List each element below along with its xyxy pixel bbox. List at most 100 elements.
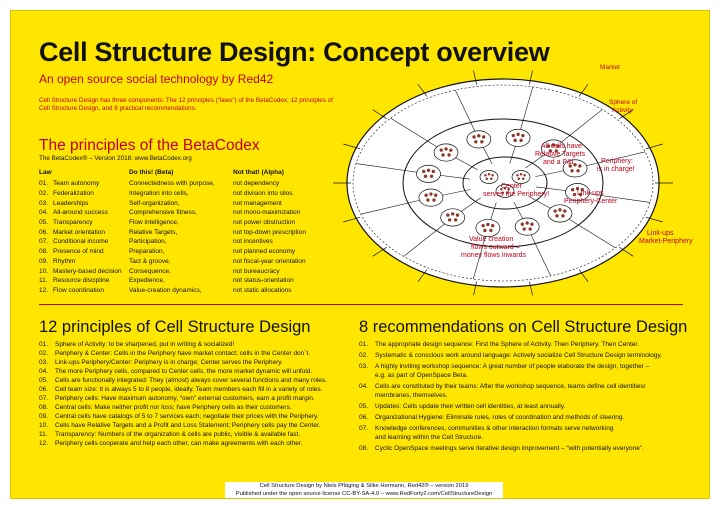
value-label-3: money flows inwards: [461, 252, 526, 259]
list-item: 07.Periphery cells: Have maximum autonom…: [39, 394, 359, 403]
item-number: 01.: [39, 341, 49, 348]
market-arrow: [473, 70, 477, 85]
market-arrow: [417, 269, 428, 282]
periphery-cell: [418, 188, 444, 207]
team-member-dot: [517, 177, 521, 181]
item-text: Sphere of Activity: to be sharpened, put…: [55, 341, 235, 348]
periphery-label-1: Periphery:: [601, 158, 633, 165]
item-number: 01.: [359, 341, 369, 348]
periphery-cell: [514, 217, 540, 236]
center-cell: [511, 170, 531, 184]
item-text: Cells are functionally integrated: They …: [55, 377, 327, 384]
list-item: 03.A highly inviting workshop sequence: …: [359, 362, 689, 380]
row-number: 01.: [39, 180, 49, 188]
row-do: Value-creation dynamics,: [129, 286, 202, 294]
item-line: Cells are constituted by their teams: Af…: [375, 383, 646, 390]
team-member-dot: [484, 173, 487, 177]
item-number: 03.: [39, 359, 49, 366]
team-member-dot: [441, 153, 445, 157]
team-member-dot: [491, 224, 495, 228]
item-text: Cells are constituted by their teams: Af…: [375, 382, 646, 400]
csd-title: 12 principles of Cell Structure Design: [39, 318, 311, 336]
row-number: 04.: [39, 209, 49, 217]
market-arrow: [417, 84, 428, 97]
team-member-dot: [472, 135, 476, 139]
item-text: Systematic & conscious work around langu…: [375, 352, 663, 359]
item-number: 12.: [39, 440, 49, 447]
linkups-pp-label-2: Market-Periphery: [639, 238, 693, 245]
row-do: Preparation,: [129, 248, 165, 256]
team-member-dot: [446, 213, 450, 217]
item-line: Knowledge conferences, communities & oth…: [375, 425, 614, 432]
team-member-dot: [448, 218, 452, 222]
team-member-dot: [432, 198, 436, 202]
team-member-dot: [558, 208, 562, 212]
team-member-dot: [429, 174, 434, 178]
row-not: not incentives: [233, 238, 273, 246]
row-do: Flow intelligence,: [129, 219, 179, 227]
team-member-dot: [483, 228, 487, 233]
team-member-dot: [570, 169, 574, 173]
row-law: Conditional income: [53, 238, 109, 246]
team-member-dot: [513, 138, 517, 142]
periphery-cell: [565, 183, 590, 202]
item-number: 11.: [39, 431, 48, 438]
cell-membrane: [495, 184, 515, 198]
periphery-cell: [562, 159, 588, 178]
team-member-dot: [434, 193, 438, 197]
csd-principles-list: 01. Sphere of Activity: to be sharpened, …: [39, 340, 359, 448]
item-text: Knowledge conferences, communities & oth…: [375, 424, 613, 442]
periphery-cell: [540, 139, 566, 158]
list-item: 10.Cells have Relative Targets and a Pro…: [39, 421, 359, 430]
team-member-dot: [525, 221, 529, 225]
list-item: 12.Periphery cells cooperate and help ea…: [39, 439, 359, 448]
team-member-dot: [489, 177, 493, 181]
row-law: Leaderships: [53, 199, 89, 207]
list-item: 07.Knowledge conferences, communities & …: [359, 424, 689, 442]
row-not: not fiscal-year orientation: [233, 257, 306, 265]
team-member-dot: [561, 214, 565, 218]
row-law: Federalization: [53, 190, 94, 198]
cell-membrane: [505, 128, 531, 147]
item-text: Transparency: Numbers of the organizatio…: [55, 431, 301, 438]
item-number: 06.: [39, 386, 49, 393]
periphery-cell: [547, 204, 573, 223]
team-member-dot: [424, 193, 428, 197]
linkups-pp-label-1: Link-ups: [647, 230, 674, 237]
center-boundary: [462, 156, 548, 210]
footer-line-2: Published under the open source license …: [235, 490, 493, 497]
team-member-dot: [572, 192, 577, 197]
item-text: Cyclic OpenSpace meetings serve iterativ…: [375, 445, 644, 452]
list-item: 01.The appropriate design sequence: Firs…: [359, 340, 689, 349]
poster: Cell Structure Design: Concept overview …: [10, 10, 710, 499]
item-text: Central cells have catalogs of 5 to 7 se…: [55, 413, 319, 420]
row-not: not mono-maximization: [233, 209, 301, 217]
page-subtitle: An open source social technology by Red4…: [39, 72, 274, 86]
team-member-dot: [423, 174, 428, 178]
cell-structure-diagram: Market Sphere of Activity All cells have…: [333, 64, 693, 296]
sphere-label-2: Activity: [612, 107, 633, 114]
row-number: 03.: [39, 199, 49, 207]
team-member-dot: [528, 227, 532, 231]
cell-membrane: [547, 204, 573, 223]
row-not: not management: [233, 199, 282, 207]
betacodex-title: The principles of the BetaCodex: [39, 137, 260, 154]
item-text: Central cells: Make neither profit nor l…: [55, 404, 292, 411]
periphery-cell: [475, 219, 501, 238]
team-member-dot: [481, 135, 486, 139]
team-member-dot: [439, 148, 443, 152]
team-member-dot: [548, 149, 552, 153]
cell-membrane: [540, 139, 566, 158]
linkups-pc-label-1: Link-ups: [577, 190, 604, 197]
row-not: not dependency: [233, 180, 280, 188]
row-law: Market orientation: [53, 228, 106, 236]
item-number: 02.: [359, 352, 369, 359]
